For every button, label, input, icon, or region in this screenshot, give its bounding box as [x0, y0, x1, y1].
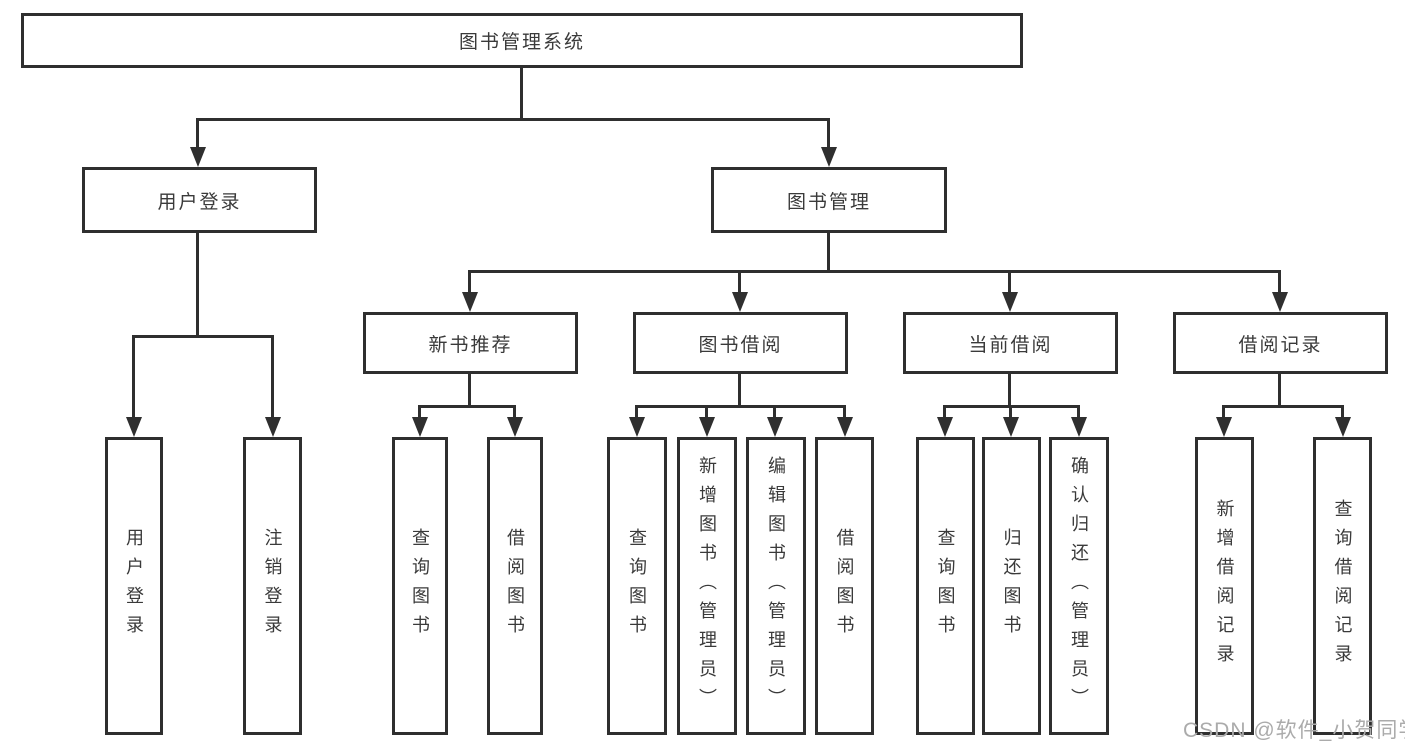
arrow-to-leaf-user-login: [126, 335, 142, 437]
node-library-management-system: 图书管理系统: [21, 13, 1023, 68]
leaf-user-login: 用户登录: [105, 437, 163, 735]
arrow-to-leaf-confirm-return: [1071, 405, 1087, 437]
leaf-label: 新增图书（管理员）: [697, 455, 717, 717]
node-borrowing-records: 借阅记录: [1173, 312, 1388, 374]
arrow-to-leaf-query-books-1: [412, 405, 428, 437]
leaf-edit-books-admin: 编辑图书（管理员）: [746, 437, 806, 735]
leaf-label: 用户登录: [124, 528, 144, 644]
arrow-to-leaf-logout: [265, 335, 281, 437]
node-current-borrowing: 当前借阅: [903, 312, 1118, 374]
node-label: 图书借阅: [698, 334, 783, 356]
connector-level3-rail: [468, 270, 1281, 273]
leaf-label: 借阅图书: [834, 528, 855, 644]
leaf-add-borrow-record: 新增借阅记录: [1195, 437, 1254, 735]
connector-level2-rail: [196, 118, 830, 121]
csdn-watermark: CSDN @软件_小贺同学: [1183, 719, 1405, 742]
node-label: 图书管理: [786, 191, 871, 213]
node-label: 图书管理系统: [458, 32, 585, 53]
connector-user-login-stub: [196, 233, 199, 335]
node-label: 用户登录: [157, 191, 242, 213]
arrow-to-leaf-borrow-books-1: [507, 405, 523, 437]
arrow-to-leaf-borrow-books-2: [837, 405, 853, 437]
node-label: 新书推荐: [428, 334, 513, 356]
connector-borrowing-records-stub: [1278, 374, 1281, 405]
leaf-add-books-admin: 新增图书（管理员）: [677, 437, 737, 735]
leaf-query-borrow-record: 查询借阅记录: [1313, 437, 1372, 735]
leaf-label: 归还图书: [1001, 528, 1022, 644]
arrow-to-book-management: [821, 118, 837, 167]
arrow-to-leaf-add-borrow-record: [1216, 405, 1232, 437]
leaf-query-books-3: 查询图书: [916, 437, 975, 735]
arrow-to-leaf-query-books-2: [629, 405, 645, 437]
arrow-to-user-login: [190, 118, 206, 167]
arrow-to-leaf-query-borrow-record: [1335, 405, 1351, 437]
arrow-to-borrowing-records: [1272, 270, 1288, 312]
leaf-label: 注销登录: [262, 528, 283, 644]
arrow-to-leaf-edit-books: [767, 405, 783, 437]
connector-book-borrowing-stub: [738, 374, 741, 405]
leaf-query-books-2: 查询图书: [607, 437, 667, 735]
connector-new-book-stub: [468, 374, 471, 405]
arrow-to-new-book-recommendation: [462, 270, 478, 312]
arrow-to-leaf-return-books: [1003, 405, 1019, 437]
arrow-to-current-borrowing: [1002, 270, 1018, 312]
node-label: 当前借阅: [968, 334, 1053, 356]
leaf-label: 编辑图书（管理员）: [766, 455, 786, 717]
node-book-borrowing: 图书借阅: [633, 312, 848, 374]
arrow-to-book-borrowing: [732, 270, 748, 312]
node-user-login: 用户登录: [82, 167, 317, 233]
leaf-label: 新增借阅记录: [1214, 499, 1235, 673]
leaf-label: 查询图书: [627, 528, 647, 644]
connector-book-borrowing-rail: [635, 405, 846, 408]
connector-borrowing-records-rail: [1222, 405, 1344, 408]
connector-current-borrowing-stub: [1008, 374, 1011, 405]
leaf-confirm-return-admin: 确认归还（管理员）: [1049, 437, 1109, 735]
leaf-label: 确认归还（管理员）: [1069, 455, 1089, 717]
leaf-return-books: 归还图书: [982, 437, 1041, 735]
connector-root-stub: [520, 68, 523, 118]
node-book-management: 图书管理: [711, 167, 947, 233]
leaf-borrow-books-2: 借阅图书: [815, 437, 874, 735]
leaf-label: 查询图书: [935, 528, 956, 644]
connector-book-management-stub: [827, 233, 830, 270]
leaf-query-books-1: 查询图书: [392, 437, 448, 735]
node-label: 借阅记录: [1238, 334, 1323, 356]
node-new-book-recommendation: 新书推荐: [363, 312, 578, 374]
leaf-logout: 注销登录: [243, 437, 302, 735]
connector-new-book-rail: [418, 405, 516, 408]
leaf-label: 借阅图书: [505, 528, 525, 644]
leaf-label: 查询图书: [410, 528, 430, 644]
connector-user-login-rail: [132, 335, 274, 338]
leaf-label: 查询借阅记录: [1332, 499, 1353, 673]
leaf-borrow-books-1: 借阅图书: [487, 437, 543, 735]
arrow-to-leaf-query-books-3: [937, 405, 953, 437]
arrow-to-leaf-add-books: [699, 405, 715, 437]
